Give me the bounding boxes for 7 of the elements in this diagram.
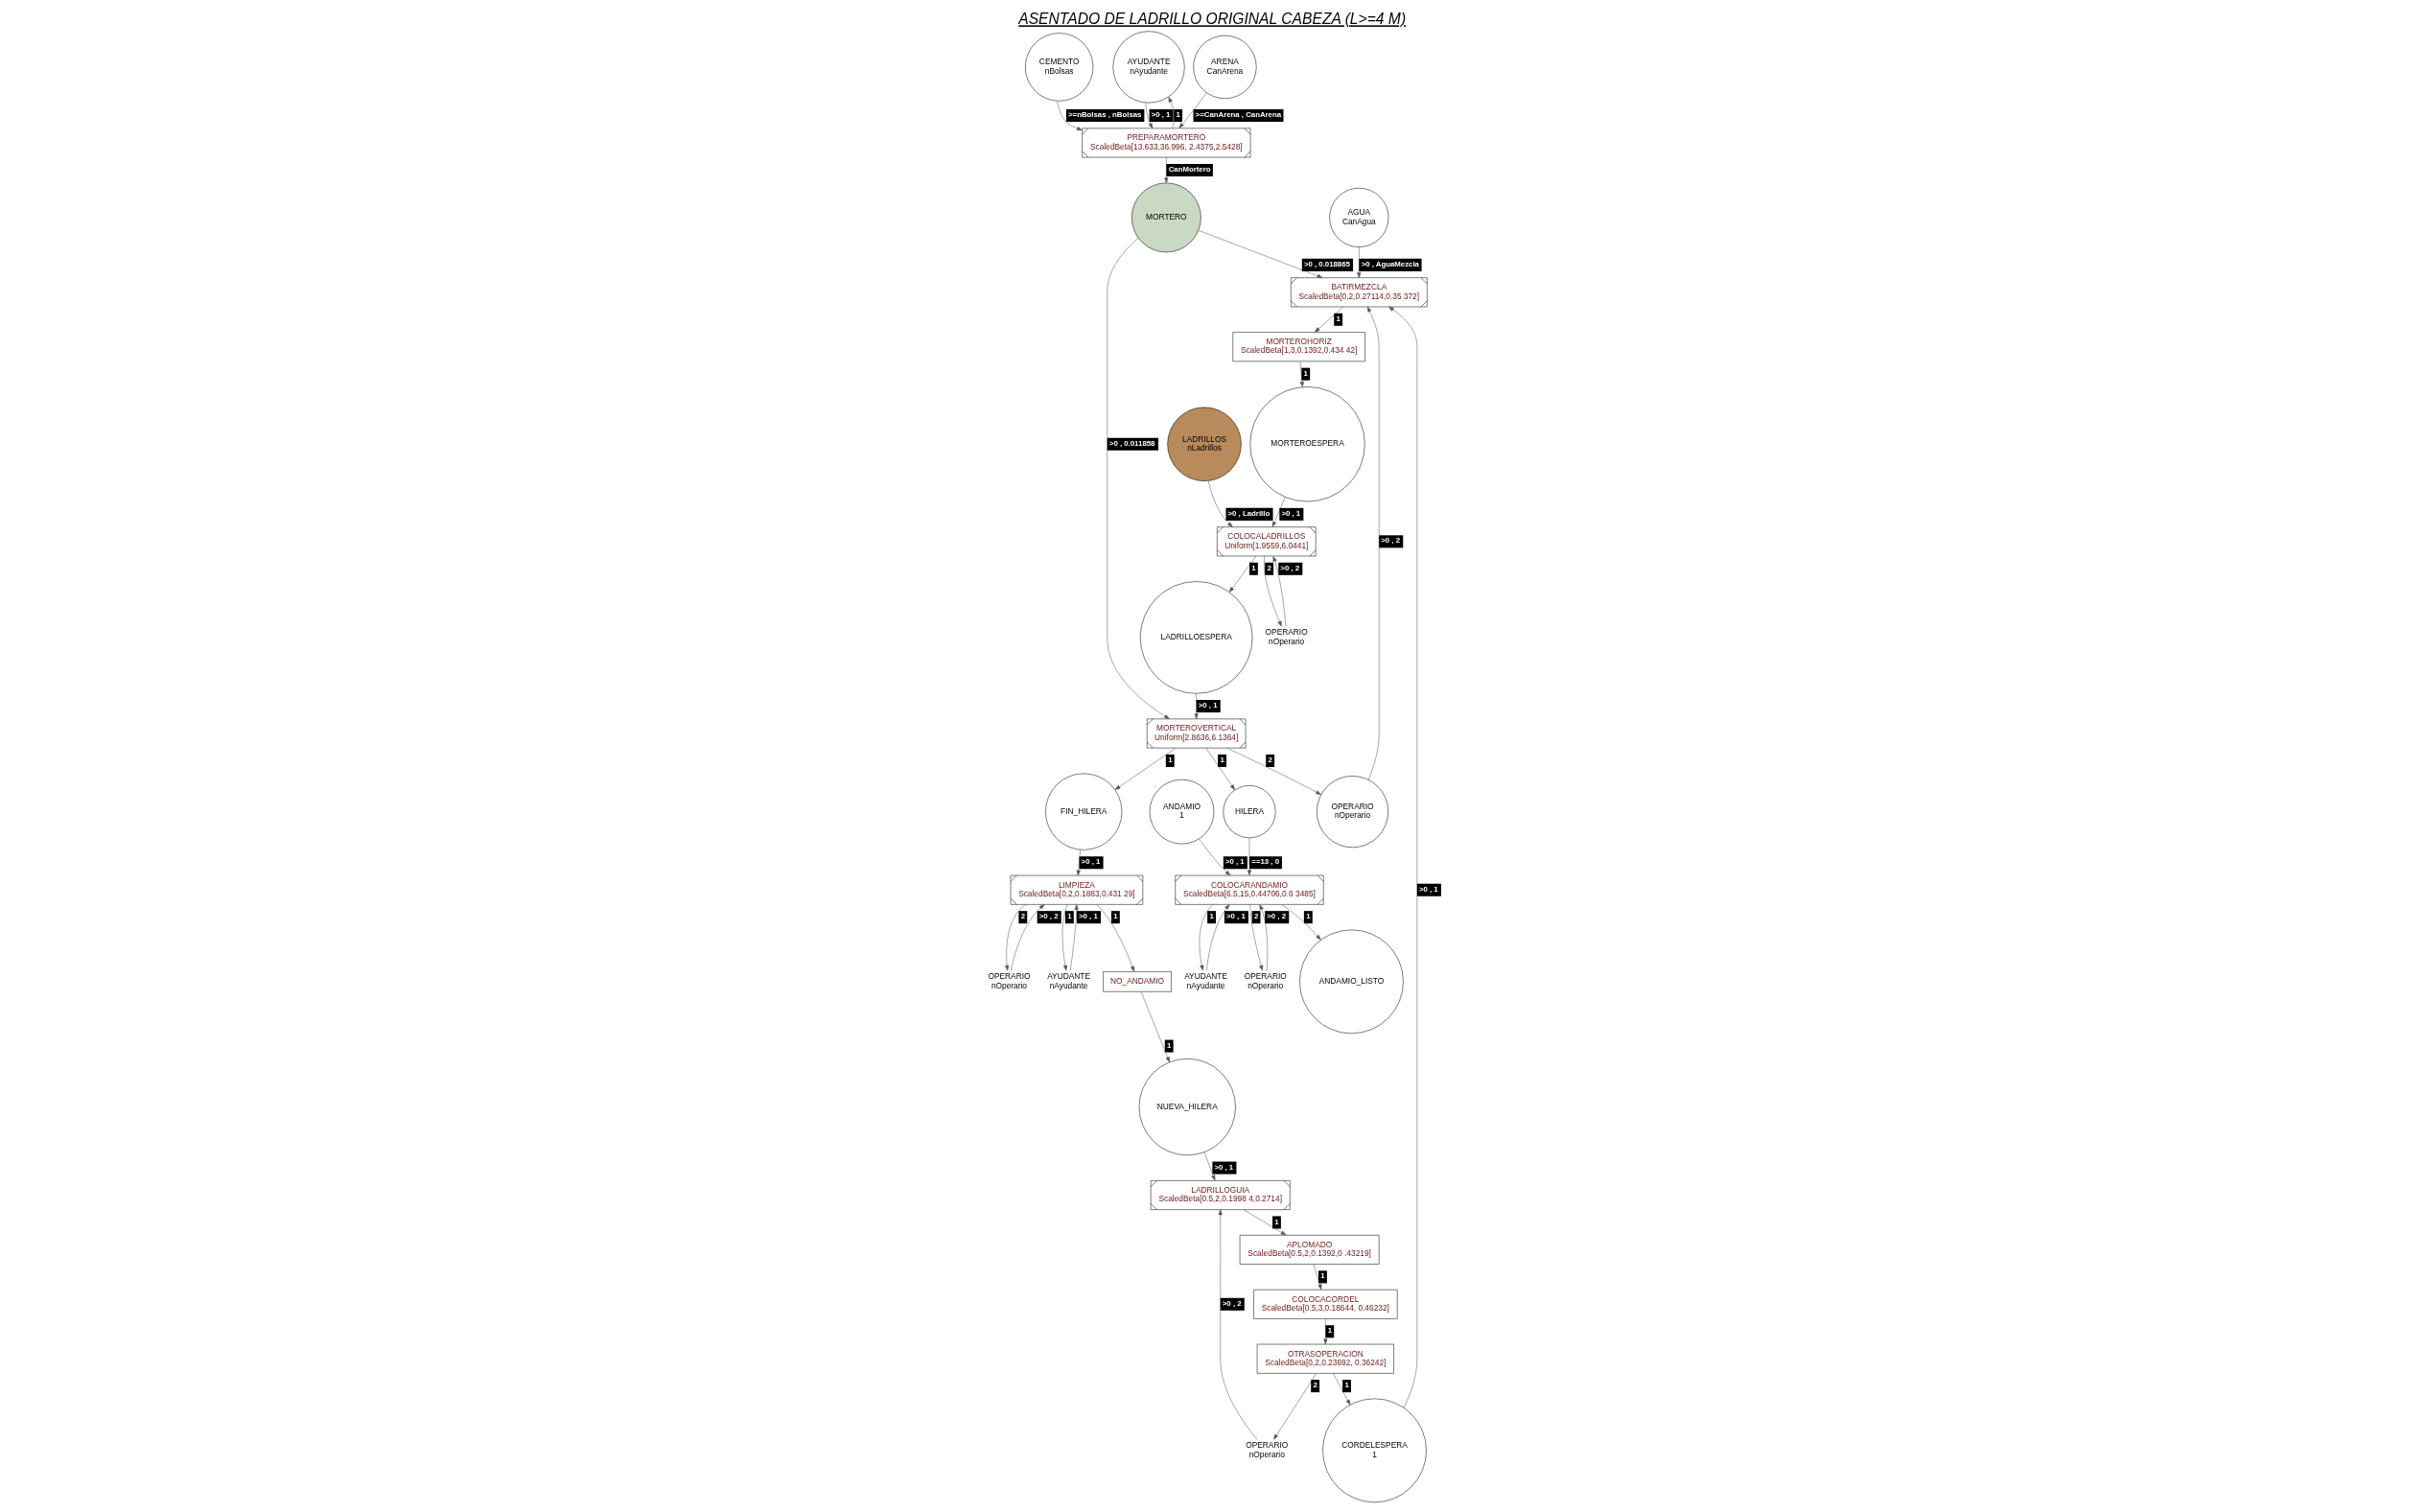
node-text: OPERARIO nOperario: [1265, 626, 1308, 646]
node-text: OPERARIO nOperario: [1244, 970, 1287, 990]
node-text: AYUDANTE nAyudante: [1184, 970, 1227, 990]
diagram-title: ASENTADO DE LADRILLO ORIGINAL CABEZA (L>=4 M): [1018, 10, 1407, 27]
node-text: OPERARIO nOperario: [988, 970, 1031, 990]
node-text: AYUDANTE nAyudante: [1047, 970, 1090, 990]
node-text: OPERARIO nOperario: [1246, 1439, 1289, 1459]
